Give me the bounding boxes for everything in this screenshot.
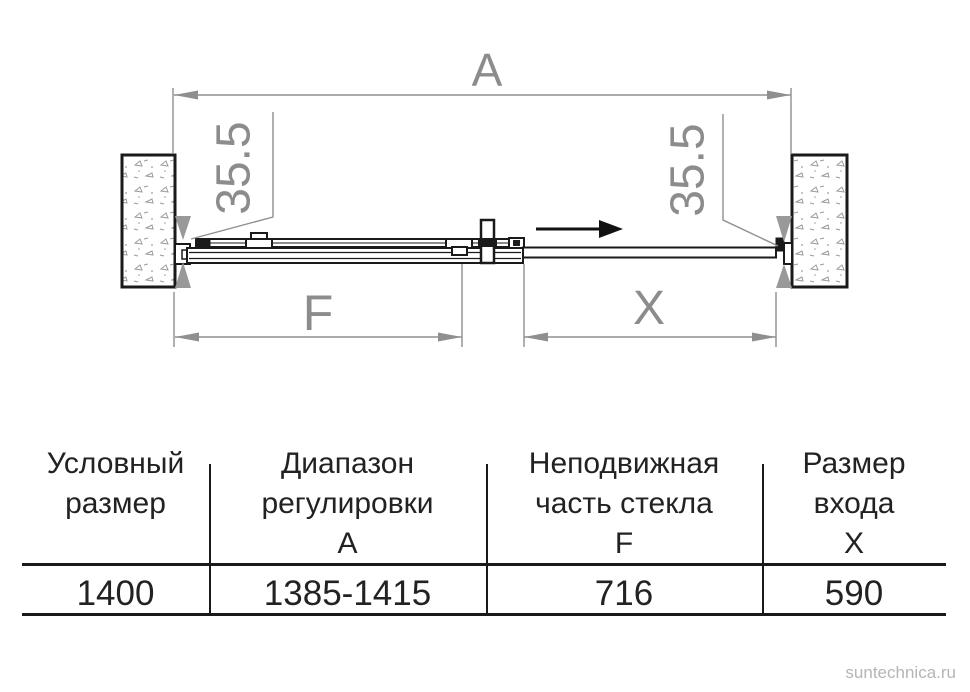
value-fixed-glass-part: 716 bbox=[594, 574, 654, 613]
gap-dim-left: 35.5 bbox=[175, 112, 274, 288]
table-column-divider-1 bbox=[209, 464, 211, 616]
gap-arrow-down bbox=[175, 216, 191, 240]
gap-arrow-down bbox=[776, 216, 792, 242]
col-header-adjustment-range: Диапазон регулировки А bbox=[261, 447, 434, 560]
bottom-track bbox=[186, 247, 524, 264]
gap-label-left: 35.5 bbox=[208, 121, 261, 214]
value-entry-size: 590 bbox=[824, 574, 884, 613]
table-header-divider bbox=[22, 563, 946, 566]
dim-arrow-left bbox=[175, 332, 199, 342]
wall-right bbox=[790, 153, 849, 289]
dim-arrow-left bbox=[174, 90, 198, 100]
slide-direction-arrow bbox=[536, 220, 623, 238]
dim-arrow-left bbox=[524, 332, 548, 342]
table-column-divider-3 bbox=[762, 464, 764, 616]
wall-left bbox=[120, 153, 177, 289]
table-column-divider-2 bbox=[486, 464, 488, 616]
rail-clamp-left bbox=[195, 238, 211, 248]
value-adjustment-range: 1385-1415 bbox=[263, 574, 432, 613]
dimension-a: A bbox=[172, 44, 792, 154]
dim-f-label: F bbox=[303, 285, 334, 341]
dimension-f: F bbox=[173, 264, 463, 347]
dim-arrow-right bbox=[438, 332, 462, 342]
door-plan-diagram: A 35.5 35.5 F bbox=[120, 44, 849, 347]
sliding-glass bbox=[522, 246, 777, 259]
gap-dim-right: 35.5 bbox=[662, 114, 792, 288]
dim-arrow-right bbox=[767, 90, 791, 100]
col-header-fixed-glass-part: Неподвижная часть стекла F bbox=[528, 447, 720, 560]
glass-clamp-right bbox=[775, 237, 785, 252]
gap-label-right: 35.5 bbox=[662, 123, 715, 216]
gap-arrow-up bbox=[776, 264, 792, 288]
gap-arrow-up bbox=[175, 262, 191, 288]
col-header-entry-size: Размер входа X bbox=[802, 447, 906, 560]
table-bottom-border bbox=[22, 613, 946, 616]
dim-arrow-right bbox=[752, 332, 776, 342]
site-watermark: suntechnica.ru bbox=[845, 663, 956, 682]
dim-x-label: X bbox=[633, 282, 665, 335]
col-header-conditional-size: Условный размер bbox=[46, 447, 185, 520]
track-assembly bbox=[174, 218, 793, 265]
wall-profile-right bbox=[783, 242, 793, 265]
value-conditional-size: 1400 bbox=[76, 574, 155, 613]
dimension-x: X bbox=[523, 264, 777, 347]
dim-a-label: A bbox=[472, 44, 503, 96]
